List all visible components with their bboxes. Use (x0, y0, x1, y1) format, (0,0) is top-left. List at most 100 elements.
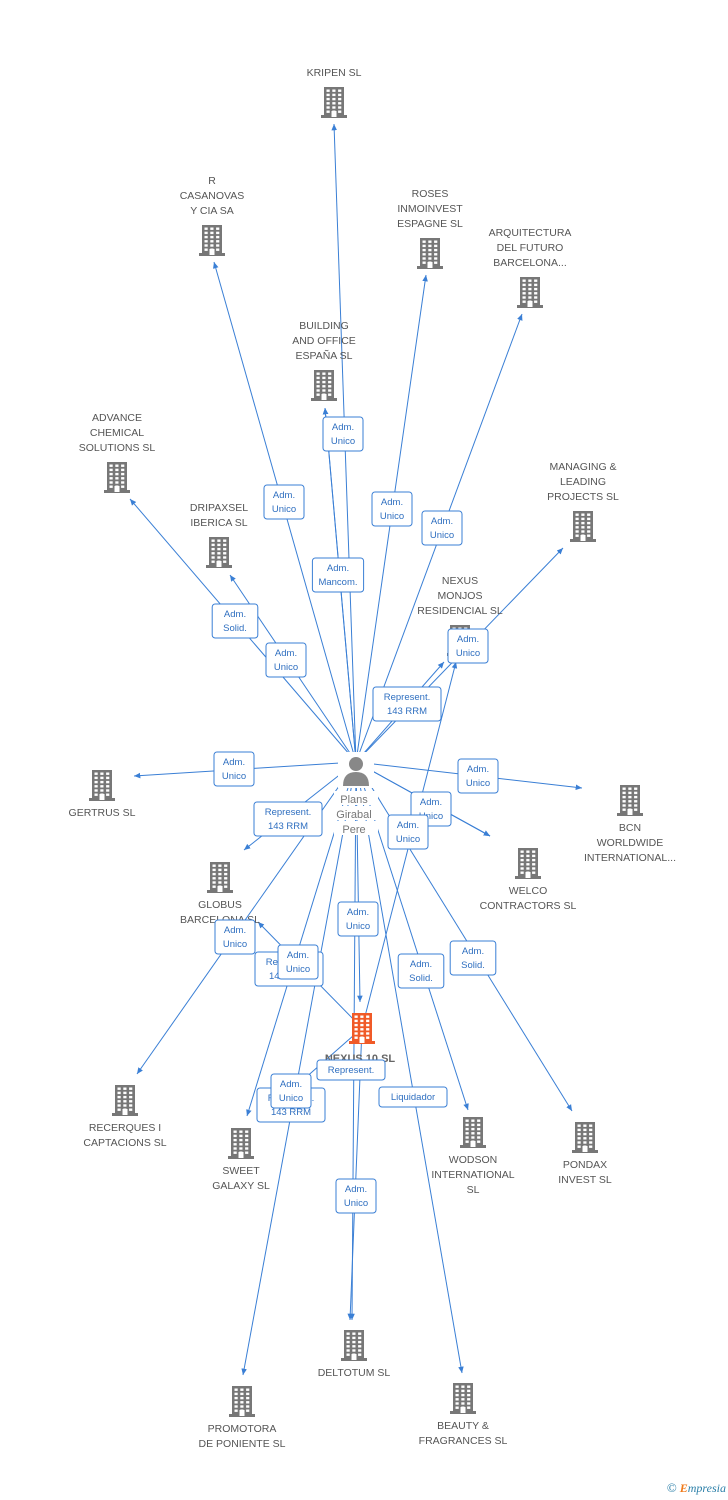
company-label: INVEST SL (558, 1174, 612, 1186)
company-node-gertrus[interactable]: GERTRUS SL (69, 770, 136, 819)
edge-label-text: Unico (419, 811, 443, 822)
company-label: GALAXY SL (212, 1180, 270, 1192)
edge-label-building[interactable]: Adm.Unico (322, 416, 364, 452)
edge-label-dripaxsel[interactable]: Adm.Unico (265, 642, 307, 678)
edge-label-text: Adm. (224, 925, 246, 936)
edge-label-text: Unico (346, 921, 370, 932)
edge-label-deltotum[interactable]: Represent. (316, 1059, 386, 1081)
edge-label-text: Adm. (381, 497, 403, 508)
edge-label-box (457, 758, 499, 794)
company-label: R (208, 175, 216, 187)
building-icon (206, 537, 232, 568)
company-label: BEAUTY & (437, 1420, 489, 1432)
edge-label-advance[interactable]: Adm.Solid. (211, 603, 259, 639)
edge-label-building[interactable]: Adm.Mancom. (311, 557, 365, 593)
company-label: FRAGRANCES SL (419, 1435, 508, 1447)
company-node-sweet[interactable]: SWEET GALAXY SL (212, 1128, 270, 1192)
edge-label-nexusmonjos[interactable]: Represent.143 RRM (372, 686, 442, 722)
company-label: DEL FUTURO (497, 242, 564, 254)
edge-label-text: Adm. (332, 422, 354, 433)
edge-label-text: Represent. (265, 807, 311, 818)
edge-label-pondax[interactable]: Adm.Solid. (449, 940, 497, 976)
building-icon (311, 370, 337, 401)
edge-label-box (277, 944, 319, 980)
company-label: SWEET (222, 1165, 260, 1177)
company-label: INTERNATIONAL... (584, 852, 676, 864)
edge-label-box (253, 801, 323, 837)
company-label: BUILDING (299, 320, 349, 332)
edge-person-beauty (355, 761, 464, 1374)
focus-company-node[interactable]: NEXUS 10 SL (325, 1013, 396, 1065)
building-icon (572, 1122, 598, 1153)
edge-label-box (447, 628, 489, 664)
company-node-beauty[interactable]: BEAUTY & FRAGRANCES SL (419, 1383, 508, 1447)
building-icon (89, 770, 115, 801)
edge-label-sweet[interactable]: Adm.Unico (270, 1073, 312, 1109)
edge-label-focus[interactable]: Adm.Unico (337, 901, 379, 937)
person-label-bg (334, 791, 378, 805)
edge-label-text: Adm. (275, 648, 297, 659)
edge-label-managing[interactable]: Adm.Unico (447, 628, 489, 664)
edge-label-recerques[interactable]: Adm.Unico (214, 919, 256, 955)
edge-label-box (371, 491, 413, 527)
company-label: RECERQUES I (89, 1122, 161, 1134)
company-label: SOLUTIONS SL (79, 442, 156, 454)
company-label: Y CIA SA (190, 205, 234, 217)
building-icon (417, 238, 443, 269)
edge-label-box (449, 940, 497, 976)
company-node-bcn[interactable]: BCNWORLDWIDEINTERNATIONAL... (584, 785, 676, 864)
edge-person-promotora (241, 761, 357, 1376)
building-icon (321, 87, 347, 118)
edge-label-text: Adm. (273, 490, 295, 501)
building-icon (570, 511, 596, 542)
edge-label-gertrus[interactable]: Adm.Unico (213, 751, 255, 787)
edge-label-text: Unico (466, 778, 490, 789)
edge-label-box (372, 686, 442, 722)
footer-brand[interactable]: ©Empresia (667, 1480, 726, 1496)
edge-label-text: Adm. (462, 946, 484, 957)
edge-label-roses[interactable]: Adm.Unico (371, 491, 413, 527)
edge-label-beauty[interactable]: Liquidador (378, 1086, 448, 1108)
edge-label-text: Adm. (431, 516, 453, 527)
company-label: MONJOS (438, 590, 483, 602)
company-label: ESPAGNE SL (397, 218, 463, 230)
edge-label-globus[interactable]: Adm.Unico (277, 944, 319, 980)
building-icon (517, 277, 543, 308)
edge-label-casanovas[interactable]: Adm.Unico (263, 484, 305, 520)
building-icon (341, 1330, 367, 1361)
edge-label-text: Solid. (223, 623, 247, 634)
edge-label-wodson[interactable]: Adm.Solid. (397, 953, 445, 989)
edge-label-text: 143 RRM (271, 1107, 311, 1118)
edge-label-box (378, 1086, 448, 1108)
edge-label-globus[interactable]: Represent.143 RRM (253, 801, 323, 837)
edge-label-box (211, 603, 259, 639)
edge-label-text: Unico (430, 530, 454, 541)
company-node-deltotum[interactable]: DELTOTUM SL (318, 1330, 391, 1379)
edge-label-bcn[interactable]: Adm.Unico (457, 758, 499, 794)
edge-label-welco[interactable]: Adm.Unico (387, 814, 429, 850)
edge-label-deltotum[interactable]: Adm.Unico (335, 1178, 377, 1214)
edge-label-box (265, 642, 307, 678)
building-icon (228, 1128, 254, 1159)
edge-label-arquitectura[interactable]: Adm. Unico (421, 510, 463, 546)
person-label-bg (334, 806, 378, 820)
building-icon (617, 785, 643, 816)
edge-label-text: Adm. (420, 797, 442, 808)
edge-label-text: Unico (286, 964, 310, 975)
company-node-kripen[interactable]: KRIPEN SL (307, 67, 362, 118)
